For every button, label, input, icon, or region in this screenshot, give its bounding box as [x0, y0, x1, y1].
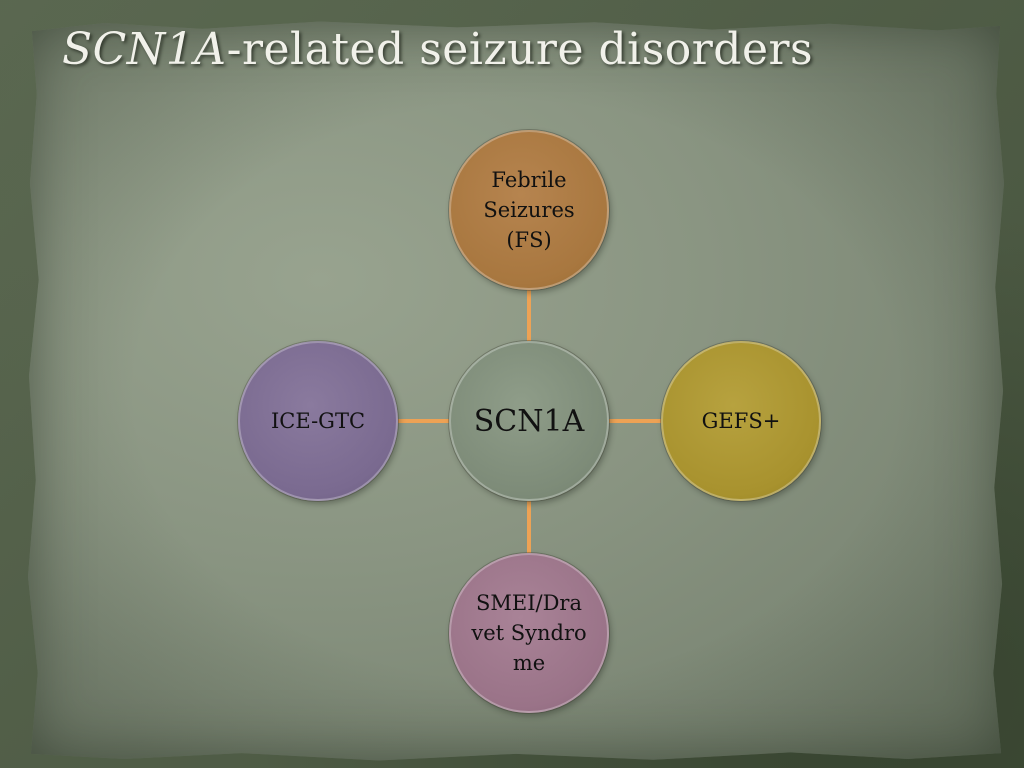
node-ice-gtc: ICE-GTC [238, 341, 398, 501]
title-rest: -related seizure disorders [226, 24, 814, 75]
connector-bottom [527, 501, 531, 553]
node-scn1a-center: SCN1A [449, 341, 609, 501]
connector-top [527, 290, 531, 341]
node-scn1a-label: SCN1A [473, 403, 585, 439]
slide-title: SCN1A-related seizure disorders [62, 24, 813, 75]
connector-right [609, 419, 661, 423]
node-gefs-plus-label: GEFS+ [701, 409, 781, 433]
node-ice-gtc-label: ICE-GTC [270, 409, 366, 433]
title-gene: SCN1A [62, 24, 227, 75]
node-febrile-seizures-label: Febrile Seizures (FS) [483, 168, 575, 252]
node-smei-dravet: SMEI/Dravet Syndrome [449, 553, 609, 713]
node-smei-dravet-label: SMEI/Dravet Syndrome [471, 591, 587, 675]
node-gefs-plus: GEFS+ [661, 341, 821, 501]
connector-left [398, 419, 449, 423]
node-febrile-seizures: Febrile Seizures (FS) [449, 130, 609, 290]
